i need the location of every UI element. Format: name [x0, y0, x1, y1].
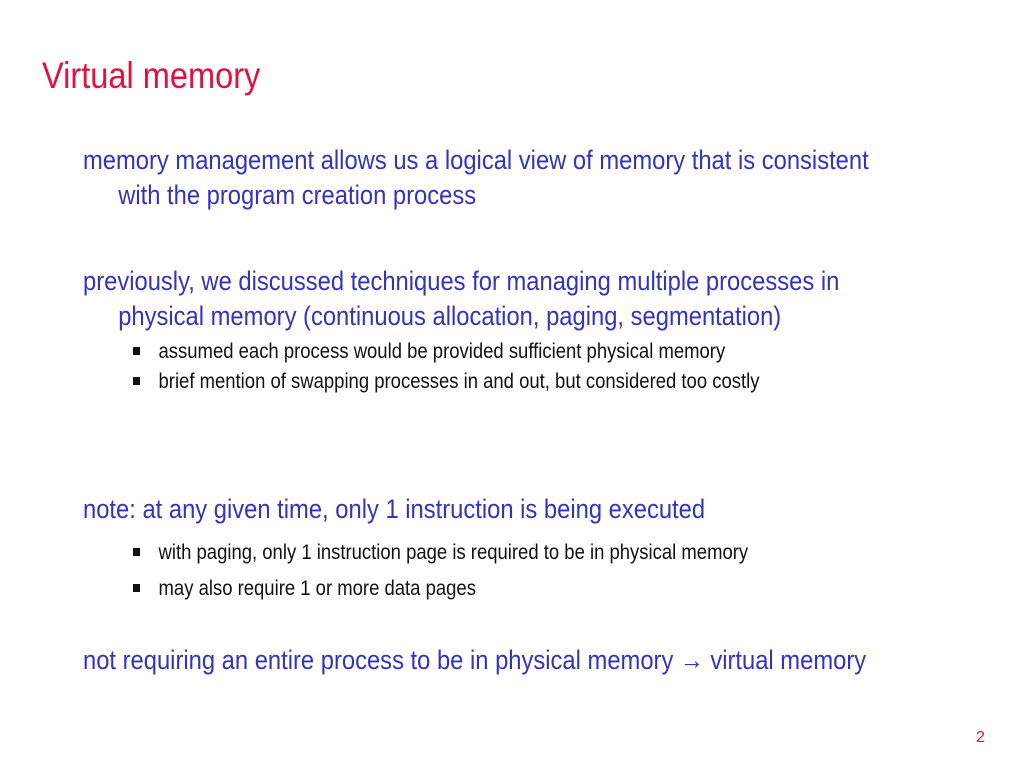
paragraph-line: with the program creation process: [118, 180, 477, 210]
conclusion-text: not requiring an entire process to be in…: [83, 645, 674, 675]
bullet-text: with paging, only 1 instruction page is …: [158, 541, 749, 564]
slide-title: Virtual memory: [42, 55, 261, 96]
paragraph-line: not requiring an entire process to be in…: [83, 643, 963, 678]
list-item: brief mention of swapping processes in a…: [133, 367, 925, 397]
paragraph-conclusion: not requiring an entire process to be in…: [83, 643, 963, 678]
page-number: 2: [976, 729, 985, 746]
paragraph-line: physical memory (continuous allocation, …: [118, 301, 782, 331]
bullet-text: assumed each process would be provided s…: [158, 340, 726, 363]
bullet-list-note: with paging, only 1 instruction page is …: [133, 535, 925, 607]
paragraph-note: note: at any given time, only 1 instruct…: [83, 492, 963, 527]
square-bullet-icon: [133, 347, 141, 355]
bullet-text: may also require 1 or more data pages: [158, 577, 476, 600]
paragraph-line: note: at any given time, only 1 instruct…: [83, 494, 706, 524]
square-bullet-icon: [133, 377, 141, 385]
bullet-text: brief mention of swapping processes in a…: [158, 370, 760, 393]
paragraph-line: previously, we discussed techniques for …: [83, 266, 840, 296]
square-bullet-icon: [133, 548, 141, 556]
list-item: with paging, only 1 instruction page is …: [133, 535, 925, 571]
paragraph-line: memory management allows us a logical vi…: [83, 145, 869, 175]
list-item: may also require 1 or more data pages: [133, 571, 925, 607]
paragraph-memory-management: memory management allows us a logical vi…: [83, 143, 963, 213]
square-bullet-icon: [133, 584, 141, 592]
conclusion-text: virtual memory: [710, 645, 867, 675]
list-item: assumed each process would be provided s…: [133, 337, 925, 367]
bullet-list-previously: assumed each process would be provided s…: [133, 337, 925, 397]
paragraph-previously: previously, we discussed techniques for …: [83, 264, 963, 334]
right-arrow-icon: →: [679, 645, 704, 675]
